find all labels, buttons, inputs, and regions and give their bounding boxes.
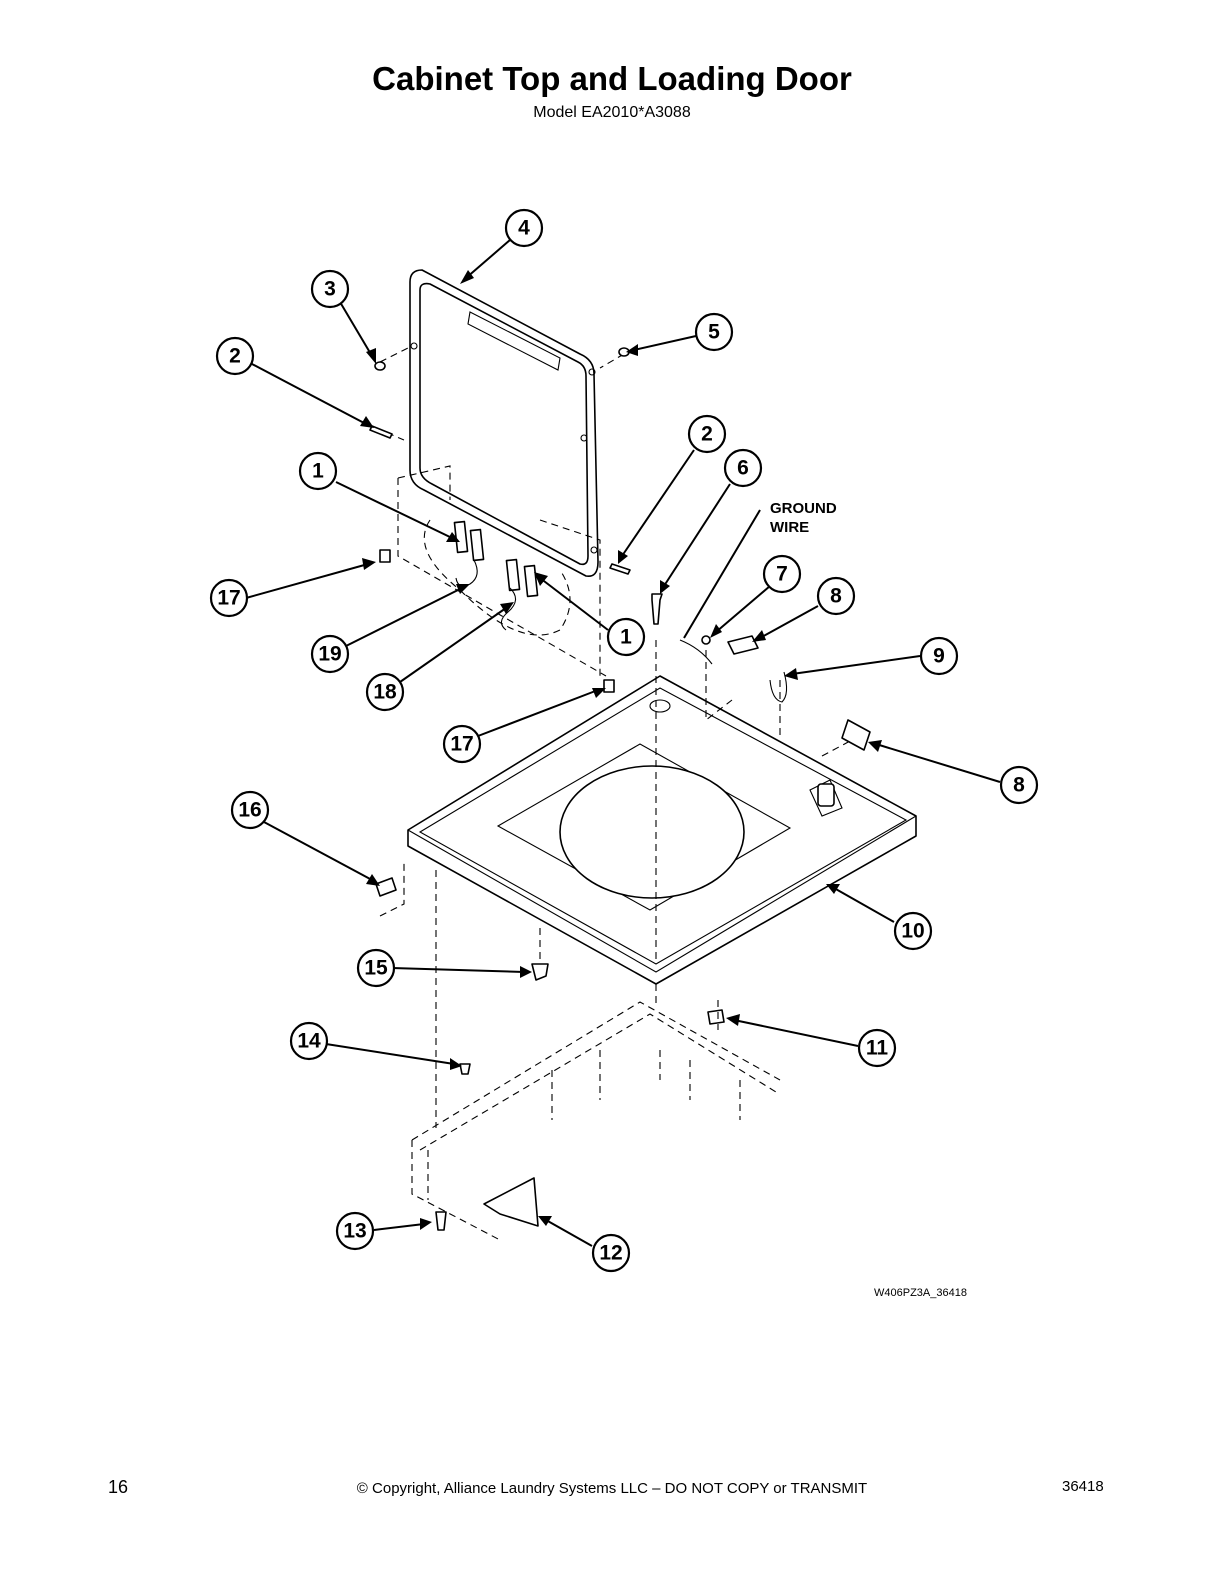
callout-2-right: 2 (687, 414, 727, 454)
svg-text:11: 11 (866, 1037, 889, 1060)
callout-13: 13 (335, 1211, 375, 1251)
svg-text:4: 4 (518, 217, 530, 240)
svg-text:19: 19 (318, 643, 341, 666)
svg-text:9: 9 (933, 645, 945, 668)
svg-text:17: 17 (450, 733, 473, 756)
callout-1-right: 1 (606, 617, 646, 657)
svg-text:3: 3 (324, 278, 336, 301)
callout-2-left: 2 (215, 336, 255, 376)
svg-text:12: 12 (599, 1242, 622, 1265)
callout-11: 11 (857, 1028, 897, 1068)
page-number: 16 (108, 1477, 129, 1497)
callout-15: 15 (356, 948, 396, 988)
svg-text:8: 8 (1013, 774, 1025, 797)
leader-lines (245, 239, 1001, 1247)
callout-17-left: 17 (209, 578, 249, 618)
callout-4: 4 (504, 208, 544, 248)
svg-text:14: 14 (297, 1030, 321, 1053)
callout-8-top: 8 (816, 576, 856, 616)
svg-text:18: 18 (373, 681, 397, 704)
top-hardware (375, 593, 871, 981)
callouts: 1 1 2 2 3 4 5 6 7 8 8 9 10 11 12 13 14 1… (209, 208, 1039, 1273)
callout-19: 19 (310, 634, 350, 674)
svg-text:6: 6 (737, 457, 749, 480)
callout-1-left: 1 (298, 451, 338, 491)
svg-text:10: 10 (901, 920, 924, 943)
callout-8-right: 8 (999, 765, 1039, 805)
callout-17-center: 17 (442, 724, 482, 764)
callout-9: 9 (919, 636, 959, 676)
svg-text:5: 5 (708, 321, 720, 344)
svg-text:15: 15 (364, 957, 388, 980)
page-title: Cabinet Top and Loading Door (372, 60, 852, 97)
callout-7: 7 (762, 554, 802, 594)
callout-5: 5 (694, 312, 734, 352)
svg-text:2: 2 (701, 423, 713, 446)
loading-door (409, 269, 599, 578)
frame-assembly (411, 1000, 781, 1241)
drawing-code: W406PZ3A_36418 (874, 1287, 967, 1299)
model-subtitle: Model EA2010*A3088 (533, 104, 691, 121)
svg-text:16: 16 (238, 799, 261, 822)
callout-12: 12 (591, 1233, 631, 1273)
callout-16: 16 (230, 790, 270, 830)
small-parts (369, 347, 631, 693)
document-number: 36418 (1062, 1478, 1104, 1495)
copyright-notice: © Copyright, Alliance Laundry Systems LL… (356, 1480, 868, 1497)
svg-text:1: 1 (620, 626, 632, 649)
callout-14: 14 (289, 1021, 329, 1061)
callout-18: 18 (365, 672, 405, 712)
ground-wire-label: GROUND WIRE (770, 500, 837, 536)
svg-text:8: 8 (830, 585, 842, 608)
svg-text:13: 13 (343, 1220, 366, 1243)
cabinet-top (379, 640, 917, 1128)
svg-text:7: 7 (776, 563, 788, 586)
callout-6: 6 (723, 448, 763, 488)
callout-10: 10 (893, 911, 933, 951)
svg-text:17: 17 (217, 587, 240, 610)
svg-text:1: 1 (312, 460, 324, 483)
callout-3: 3 (310, 269, 350, 309)
svg-text:2: 2 (229, 345, 241, 368)
